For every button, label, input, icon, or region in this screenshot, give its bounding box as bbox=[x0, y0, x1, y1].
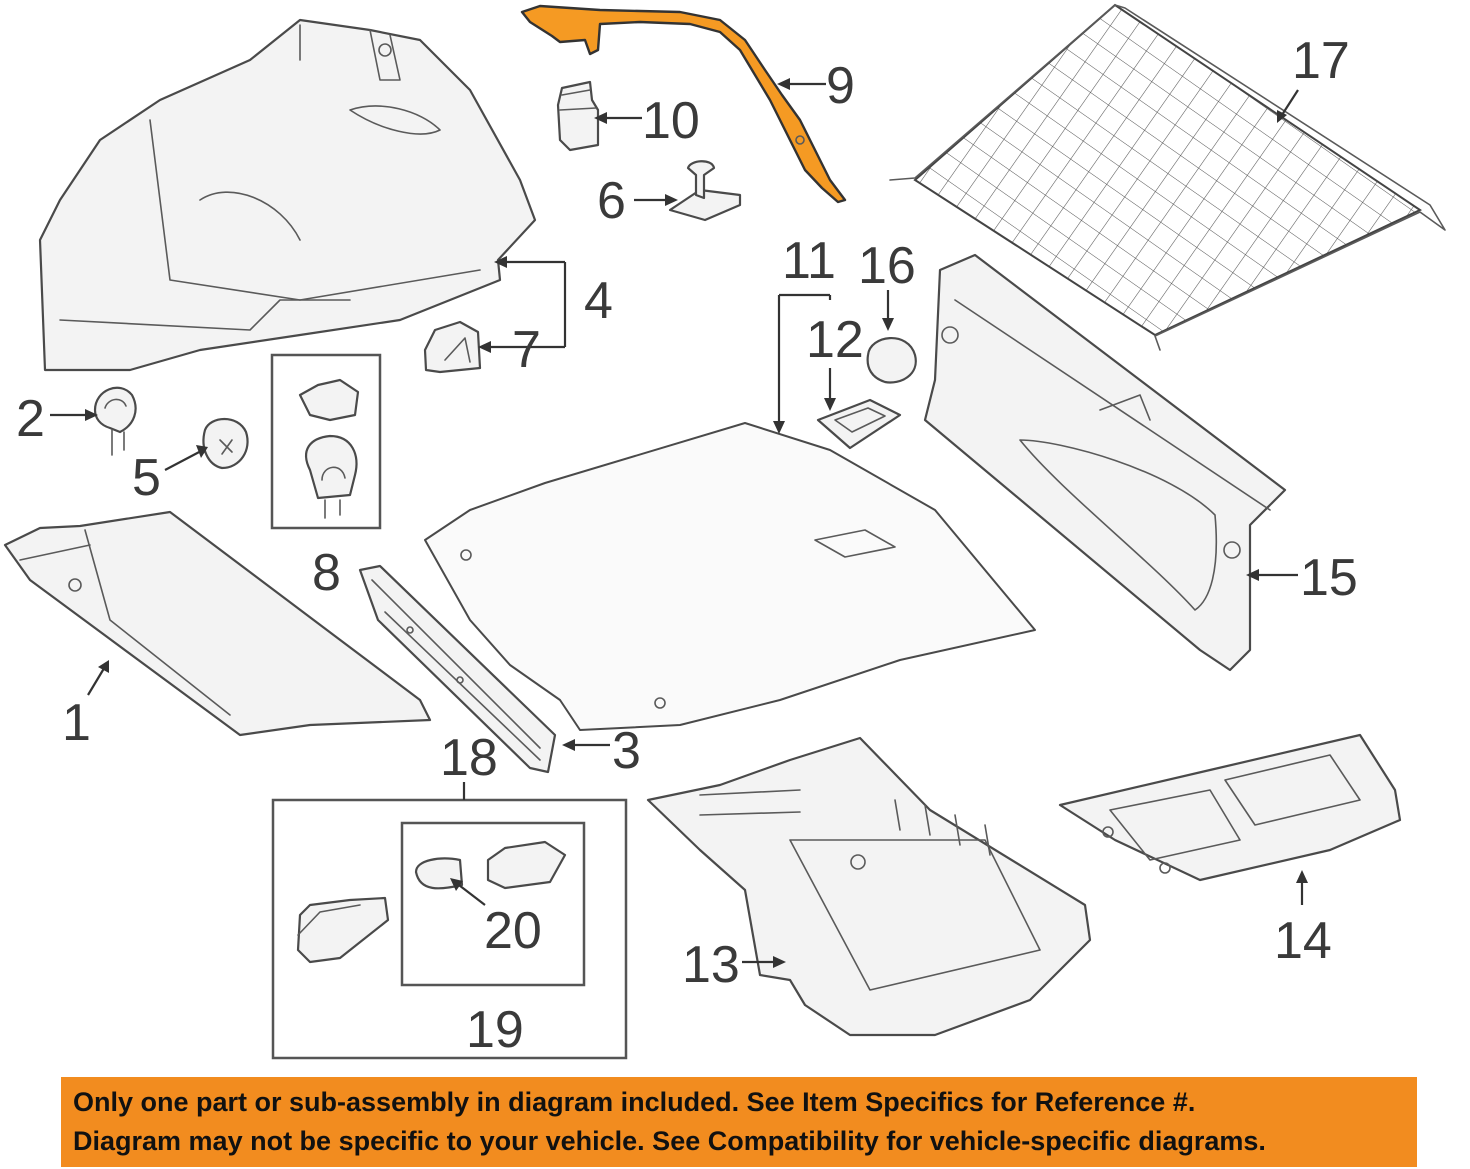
callout-13: 13 bbox=[682, 936, 740, 994]
callout-20: 20 bbox=[484, 902, 542, 960]
callout-12: 12 bbox=[806, 311, 864, 369]
leader-lines bbox=[50, 78, 1308, 968]
callout-17: 17 bbox=[1292, 32, 1350, 90]
part-17-cargo-net bbox=[889, 3, 1446, 351]
callout-9: 9 bbox=[826, 57, 855, 115]
callout-11: 11 bbox=[782, 232, 836, 290]
callout-19: 19 bbox=[466, 1001, 524, 1059]
callout-7: 7 bbox=[512, 321, 541, 379]
callout-2: 2 bbox=[16, 390, 45, 448]
part-1-floor-trim bbox=[3, 510, 432, 737]
part-12-cover bbox=[816, 398, 902, 450]
callout-1: 1 bbox=[62, 694, 91, 752]
part-6-fastener bbox=[668, 160, 742, 222]
callout-14: 14 bbox=[1274, 912, 1332, 970]
disclaimer-line-2: Diagram may not be specific to your vehi… bbox=[73, 1126, 1266, 1156]
part-13-spare-well bbox=[646, 736, 1092, 1037]
part-11-floor-mat bbox=[424, 422, 1036, 731]
part-4-side-trim bbox=[38, 18, 537, 372]
part-15-rear-trim bbox=[923, 253, 1287, 672]
part-14-storage-tray bbox=[1058, 733, 1402, 882]
callout-4: 4 bbox=[584, 272, 613, 330]
callout-15: 15 bbox=[1300, 549, 1358, 607]
part-7-bracket bbox=[423, 320, 482, 374]
part-5-cap bbox=[202, 417, 249, 470]
callout-10: 10 bbox=[642, 92, 700, 150]
part-8-group bbox=[270, 353, 382, 530]
callout-16: 16 bbox=[858, 237, 916, 295]
part-2-hook bbox=[93, 386, 137, 456]
callout-18: 18 bbox=[440, 729, 498, 787]
part-10-clip bbox=[556, 80, 600, 152]
callout-labels: 1 2 3 4 5 6 7 8 9 10 11 12 13 14 15 16 1… bbox=[16, 32, 1358, 1059]
part-9-trim-strip-highlighted bbox=[520, 4, 847, 204]
part-16-cap bbox=[866, 337, 917, 384]
callout-8: 8 bbox=[312, 544, 341, 602]
disclaimer-line-1: Only one part or sub-assembly in diagram… bbox=[73, 1087, 1196, 1117]
part-3-sill-strip bbox=[358, 564, 557, 774]
callout-5: 5 bbox=[132, 449, 161, 507]
callout-3: 3 bbox=[612, 722, 641, 780]
part-18-group bbox=[271, 798, 628, 1060]
disclaimer-banner: Only one part or sub-assembly in diagram… bbox=[61, 1077, 1417, 1167]
callout-6: 6 bbox=[597, 172, 626, 230]
